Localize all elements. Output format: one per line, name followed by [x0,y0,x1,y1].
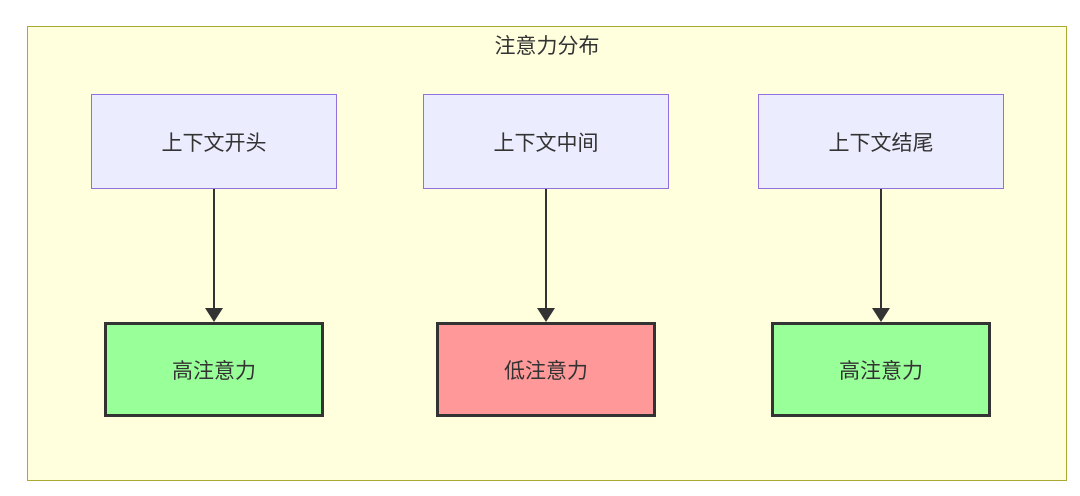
column-context-start: 上下文开头 高注意力 [91,94,337,417]
arrow-down-icon [537,189,555,322]
arrow-line [213,189,215,308]
node-context-end: 上下文结尾 [758,94,1004,189]
attention-subgraph-container: 注意力分布 上下文开头 高注意力 上下文中间 低注意力 [27,26,1067,481]
node-low-attention-middle: 低注意力 [436,322,656,417]
node-low-attention-middle-label: 低注意力 [504,359,588,383]
node-context-start: 上下文开头 [91,94,337,189]
node-high-attention-end: 高注意力 [771,322,991,417]
node-high-attention-start-label: 高注意力 [172,359,256,383]
subgraph-title: 注意力分布 [494,35,600,58]
node-context-middle: 上下文中间 [423,94,669,189]
arrow-line [545,189,547,308]
arrow-head-icon [537,308,555,322]
column-context-middle: 上下文中间 低注意力 [423,94,669,417]
node-context-middle-label: 上下文中间 [493,131,599,155]
arrow-down-icon [205,189,223,322]
node-context-end-label: 上下文结尾 [828,131,934,155]
arrow-down-icon [872,189,890,322]
arrow-line [880,189,882,308]
node-high-attention-start: 高注意力 [104,322,324,417]
node-high-attention-end-label: 高注意力 [839,359,923,383]
node-context-start-label: 上下文开头 [161,131,267,155]
arrow-head-icon [205,308,223,322]
column-context-end: 上下文结尾 高注意力 [758,94,1004,417]
arrow-head-icon [872,308,890,322]
